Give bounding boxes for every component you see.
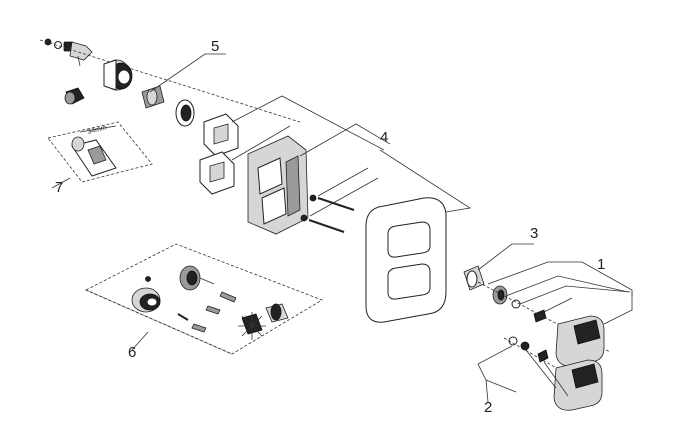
callout-5: 5 — [211, 38, 219, 55]
pin-part — [219, 291, 237, 303]
washer-part — [54, 41, 62, 49]
connector-part — [69, 41, 93, 61]
cover-plate-part — [365, 197, 447, 323]
callout-1: 1 — [597, 256, 605, 273]
callout-3: 3 — [530, 225, 538, 242]
small-screw-part — [44, 38, 52, 46]
washer-screw-top-part — [309, 194, 317, 202]
callout-4: 4 — [380, 129, 388, 146]
callout-6: 6 — [128, 344, 136, 361]
cover-plate-lower-opening — [387, 263, 431, 300]
cover-plate-upper-opening — [387, 221, 431, 258]
handle-assembly-1: 1 — [477, 256, 633, 367]
washer-screw-bottom-part — [300, 214, 308, 222]
nut-part-lower — [520, 341, 530, 351]
callout-7: 7 — [55, 179, 63, 196]
mounting-plate-assembly-4: 4 — [199, 95, 472, 323]
screw-part-lower — [537, 349, 549, 363]
dimension-label: 34mm — [87, 124, 108, 136]
adapter-sleeve-3: 3 — [463, 225, 538, 291]
extension-detail-7: 34mm 7 — [47, 121, 153, 196]
washer-part-lower — [508, 336, 518, 346]
handle-assembly-2: 2 — [477, 336, 603, 416]
cartridge-assembly-5: 5 — [39, 38, 301, 127]
callout-2: 2 — [484, 399, 492, 416]
kit-outline — [85, 243, 323, 355]
diverter-kit-6: 6 — [85, 243, 323, 361]
